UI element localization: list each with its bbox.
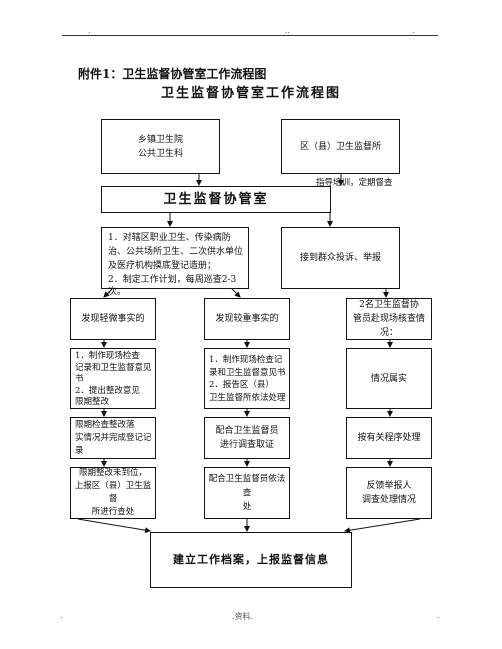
box-line: 况： <box>379 328 398 338</box>
duty-box: 1．对辖区职业卫生、传染病防 治、公共场所卫生、二次供水单位 及医疗机构摸底登记… <box>101 227 249 297</box>
box-line: 录 <box>75 446 84 456</box>
box-line: 限期检查整改落 <box>75 420 135 430</box>
footer-label: .资料. <box>232 612 254 621</box>
box-line: 区（县）卫生监督所 <box>299 141 381 152</box>
report-box: 接到群众投诉、举报 <box>281 227 400 289</box>
footer-mark-left: . <box>60 611 63 620</box>
box-line: 按有关程序处理 <box>357 433 421 443</box>
header-rule <box>62 35 438 36</box>
inspector-check-box: 2名卫生监督协 管员赴现场核查情 况： <box>346 298 432 340</box>
transfer-box: 按有关程序处理 <box>346 417 432 459</box>
box-line: 卫生监督协管室 <box>163 191 269 207</box>
header-mark: . <box>412 26 415 35</box>
box-line: 1．制作现场检查记 <box>209 355 283 365</box>
arrow-minor-final <box>77 518 151 534</box>
arrow-duty-major <box>231 288 241 298</box>
major-assist-box: 配合卫生监督员 进行调查取证 <box>204 417 290 459</box>
guidance-annotation: 指导培训，定期督查 <box>316 178 393 188</box>
box-line: 发现较重事实的 <box>215 314 279 324</box>
major-enforce-box: 配合卫生监督员依法查 处 <box>204 467 290 519</box>
box-line: 乡镇卫生院 <box>137 134 183 145</box>
minor-action-box: 1．制作现场检查 记录和卫生监督意见 书 2．提出整改意见 限期整改 <box>70 348 156 409</box>
box-line: 调查处理情况 <box>361 495 416 505</box>
box-line: 所进行查处 <box>91 507 135 517</box>
township-health-box: 乡镇卫生院 公共卫生科 <box>101 119 220 174</box>
arrow-duty-minor <box>103 288 113 298</box>
box-line: 限期整改 <box>75 397 110 407</box>
header-mark: . <box>88 26 91 35</box>
box-line: 接到群众投诉、举报 <box>299 253 381 263</box>
box-line: 2．制定工作计划，每周巡查2-3 <box>108 275 237 285</box>
final-archive-box: 建立工作档案，上报监督信息 <box>150 532 352 588</box>
box-line: 2．报告区（县） <box>209 380 274 390</box>
verified-box: 情况属实 <box>346 348 432 409</box>
box-line: 卫生监督所依法处理 <box>209 392 286 403</box>
box-line: 进行调查取证 <box>219 440 274 450</box>
box-line: 书 <box>75 374 84 384</box>
minor-fact-box: 发现轻微事实的 <box>70 298 156 340</box>
box-line: 录和卫生监督意见书 <box>209 367 286 378</box>
box-line: 处 <box>242 502 252 512</box>
box-line: 管员赴现场核查情 <box>352 314 425 324</box>
annex-label: 附件1：卫生监督协管室工作流程图 <box>78 67 267 81</box>
arrow-feedback-final <box>344 518 421 534</box>
box-line: 2名卫生监督协 <box>359 300 419 310</box>
page-title: 卫生监督协管室工作流程图 <box>160 86 341 101</box>
box-line: 配合卫生监督员依法查 <box>208 474 286 498</box>
header-mark: .. <box>285 26 291 35</box>
box-line: 上报区（县）卫生监督 <box>74 481 152 504</box>
footer-mark-right: . <box>437 611 440 620</box>
box-line: 公共卫生科 <box>137 148 183 159</box>
box-line: 发现轻微事实的 <box>81 314 145 324</box>
box-line: 配合卫生监督员 <box>215 426 279 436</box>
box-line: 反馈举报人 <box>366 481 412 491</box>
box-line: 建立工作档案，上报监督信息 <box>173 553 329 566</box>
box-line: 2．提出整改意见 <box>75 385 140 396</box>
box-line: 次。 <box>108 287 127 297</box>
feedback-box: 反馈举报人 调查处理情况 <box>346 467 432 519</box>
box-line: 实情况并完成登记记 <box>75 433 152 443</box>
box-line: 1．对辖区职业卫生、传染病防 <box>108 233 231 243</box>
county-supervision-box: 区（县）卫生监督所 <box>281 119 400 174</box>
box-line: 限期整改未到位， <box>78 468 147 478</box>
minor-overdue-box: 限期整改未到位， 上报区（县）卫生监督 所进行查处 <box>70 467 156 519</box>
supervision-office-box: 卫生监督协管室 <box>101 186 331 213</box>
major-fact-box: 发现较重事实的 <box>204 298 290 340</box>
box-line: 记录和卫生监督意见 <box>75 362 152 373</box>
box-line: 1．制作现场检查 <box>75 351 140 361</box>
box-line: 及医疗机构摸底登记造册； <box>108 261 217 271</box>
box-line: 治、公共场所卫生、二次供水单位 <box>108 247 244 257</box>
box-line: 情况属实 <box>370 373 407 384</box>
major-action-box: 1．制作现场检查记 录和卫生监督意见书 2．报告区（县） 卫生监督所依法处理 <box>204 348 290 409</box>
minor-review-box: 限期检查整改落 实情况并完成登记记 录 <box>70 417 156 459</box>
